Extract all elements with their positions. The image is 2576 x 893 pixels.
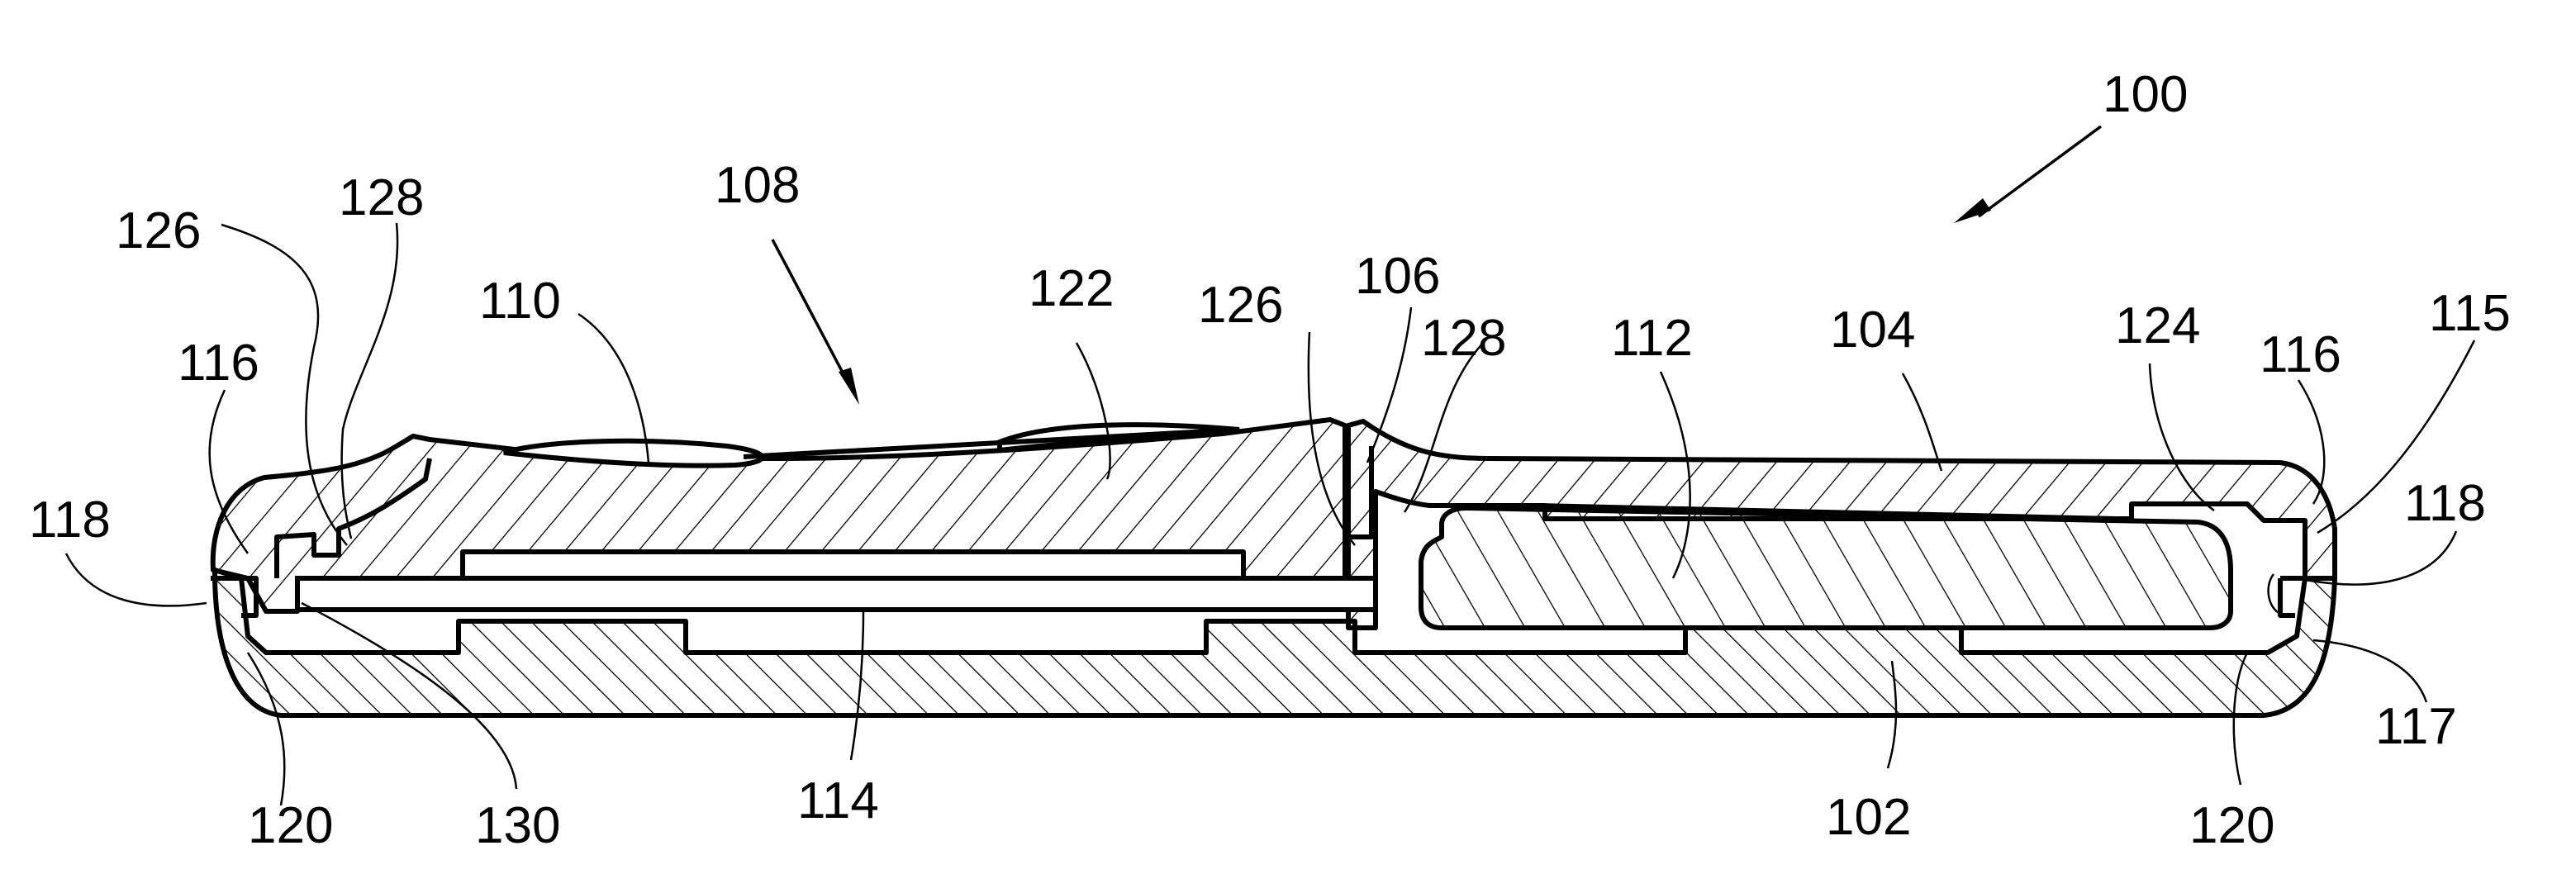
base-102 (212, 568, 2337, 718)
label-115: 115 (2429, 285, 2511, 342)
reference-labels: 100 108 110 122 126 128 116 118 126 106 … (29, 66, 2511, 854)
seal-118-left (211, 576, 259, 618)
label-130: 130 (475, 797, 560, 854)
label-104: 104 (1830, 302, 1915, 359)
label-106: 106 (1355, 248, 1440, 305)
label-124: 124 (2115, 297, 2200, 354)
label-128-left: 128 (339, 169, 424, 226)
label-116-right: 116 (2260, 326, 2341, 383)
label-117: 117 (2375, 698, 2457, 755)
label-102: 102 (1826, 789, 1911, 846)
label-118-left: 118 (29, 492, 111, 549)
label-126-center: 126 (1198, 277, 1283, 334)
recess-110 (503, 422, 1240, 468)
label-110: 110 (479, 273, 561, 330)
label-126-left: 126 (116, 202, 201, 259)
label-114: 114 (797, 772, 879, 829)
board-114 (295, 576, 1378, 612)
arrow-100 (1954, 125, 2103, 223)
label-120-right: 120 (2189, 797, 2274, 854)
seal-118-right (2267, 573, 2335, 618)
label-116-left: 116 (178, 335, 259, 392)
label-120-left: 120 (248, 797, 333, 854)
label-118-right: 118 (2404, 475, 2486, 532)
arrow-108 (771, 239, 859, 405)
leader-lines (64, 222, 2476, 806)
label-128-center: 128 (1421, 310, 1506, 367)
label-122: 122 (1029, 260, 1114, 317)
label-100: 100 (2103, 66, 2188, 123)
cover-122 (210, 417, 1378, 614)
component-112 (1419, 506, 2233, 630)
label-112: 112 (1611, 310, 1693, 367)
label-108: 108 (715, 157, 800, 214)
